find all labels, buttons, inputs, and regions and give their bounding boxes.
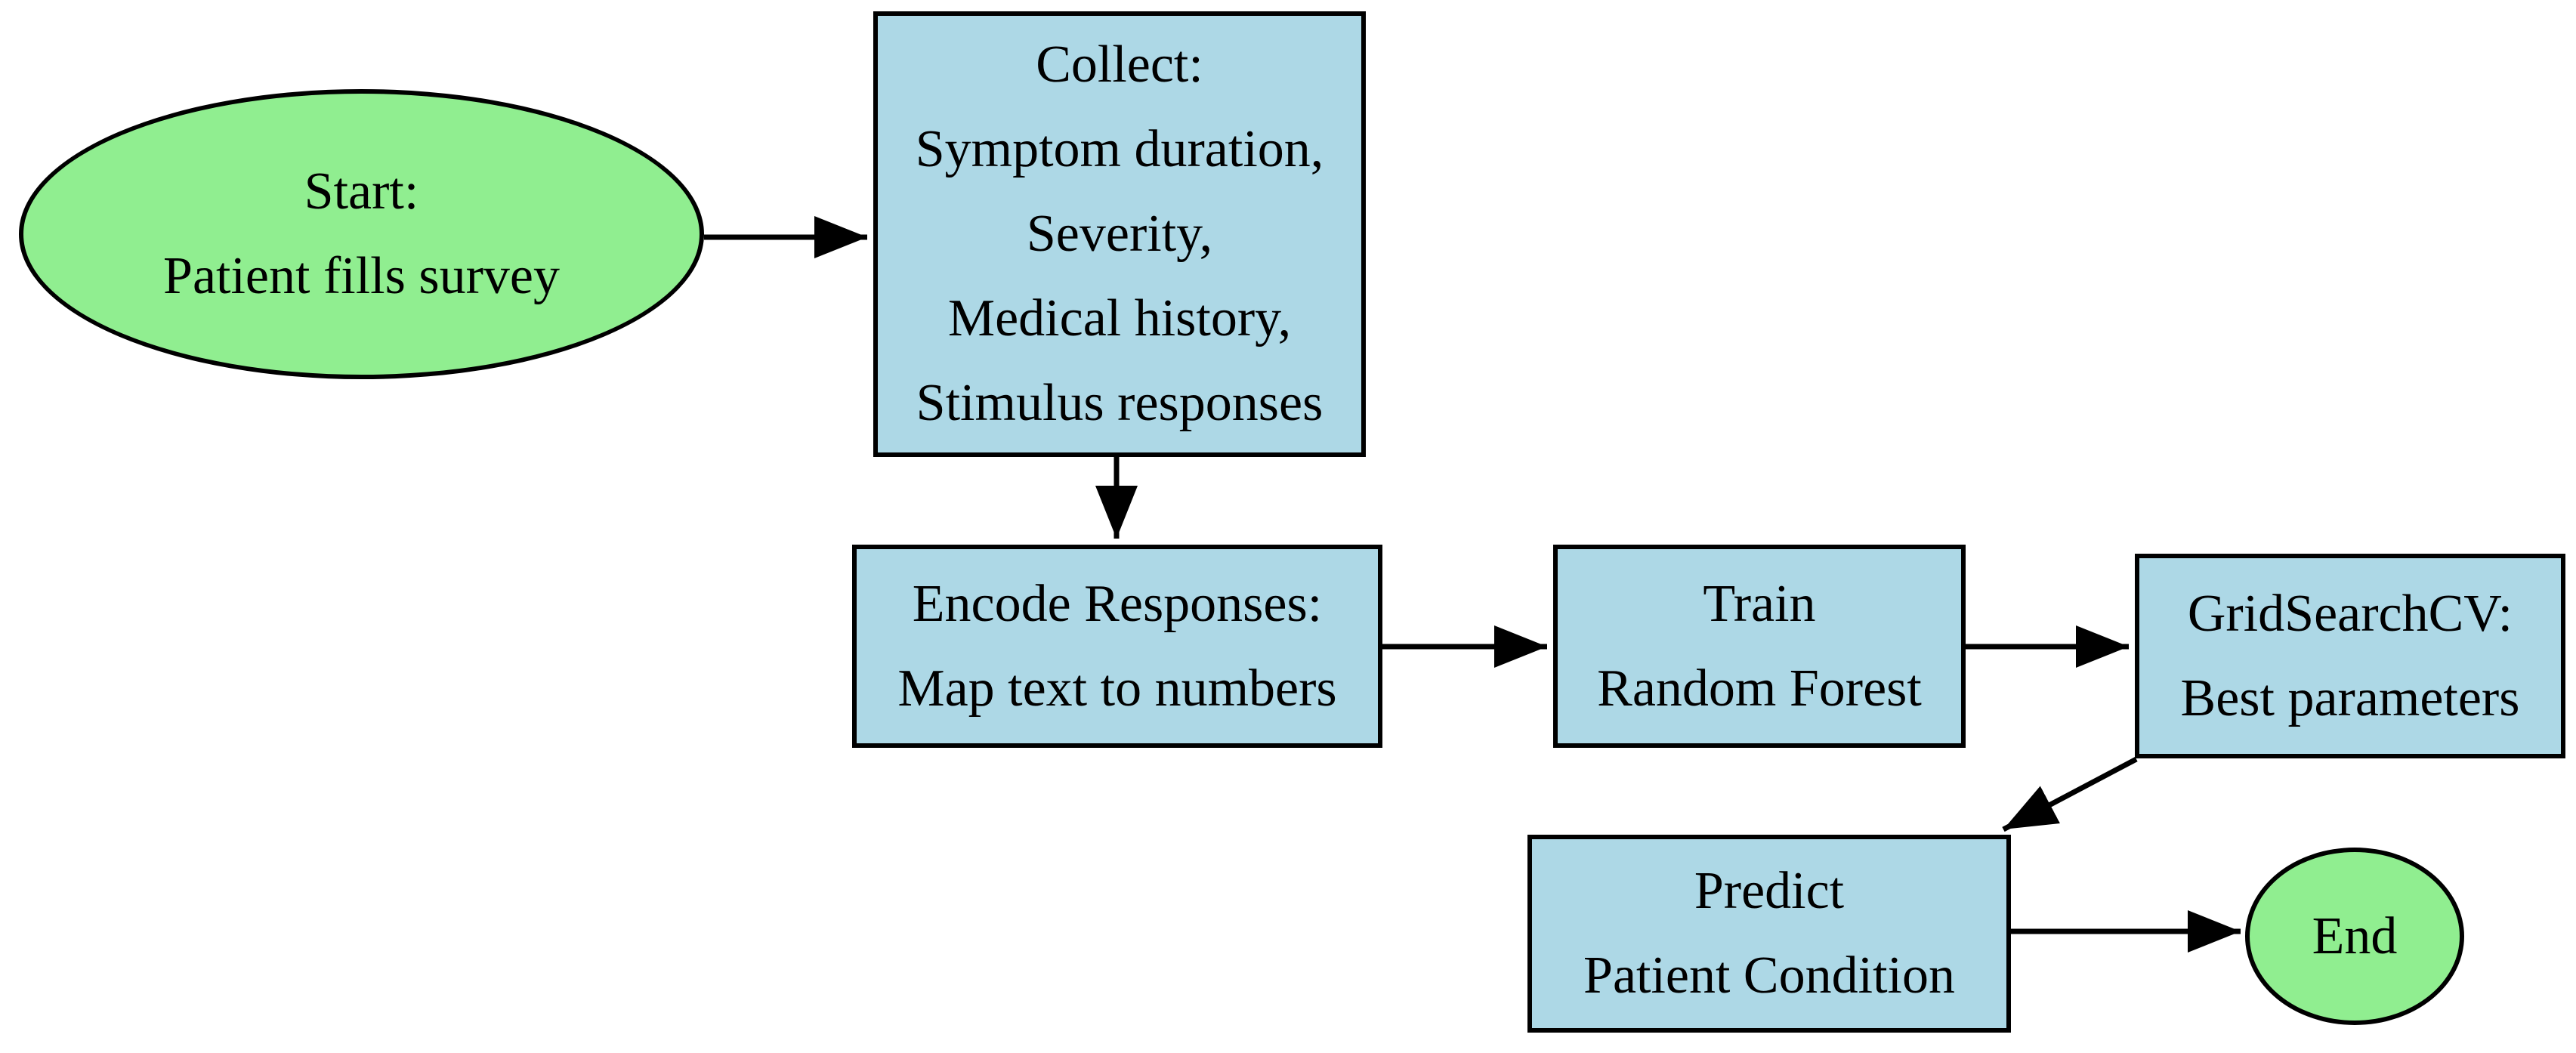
edge-gridsearch-predict xyxy=(2002,756,2138,832)
node-predict-patient-condition: Predict Patient Condition xyxy=(1527,835,2011,1033)
node-start: Start: Patient fills survey xyxy=(19,89,704,379)
node-end: End xyxy=(2245,848,2464,1025)
node-encode-responses: Encode Responses: Map text to numbers xyxy=(852,545,1382,748)
node-collect: Collect: Symptom duration, Severity, Med… xyxy=(873,11,1366,457)
node-gridsearchcv: GridSearchCV: Best parameters xyxy=(2135,554,2565,758)
node-train-random-forest: Train Random Forest xyxy=(1553,545,1966,748)
